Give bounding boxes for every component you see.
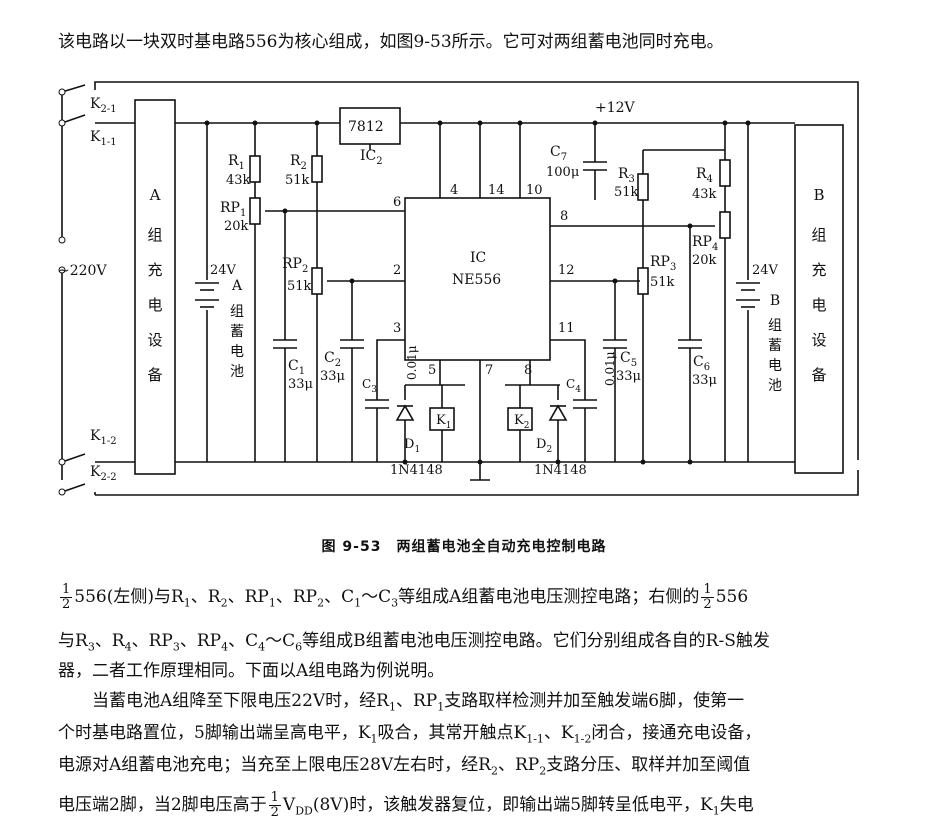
svg-text:池: 池 (230, 364, 244, 380)
rp3-label: RP3 (650, 254, 676, 273)
k22-label: K2-2 (90, 464, 117, 483)
pin-4: 4 (450, 183, 458, 198)
k11-label: K1-1 (90, 129, 117, 148)
c6-label: C6 (693, 354, 710, 373)
svg-text:设: 设 (147, 331, 162, 349)
body-line-5: 个时基电路置位，5脚输出端呈高电平，K1吸合，其常开触点K1-1、K1-2闭合，… (58, 723, 762, 746)
c2-value: 33μ (320, 369, 345, 384)
svg-text:蓄: 蓄 (230, 324, 244, 340)
r1-value: 43k (226, 173, 251, 188)
ic-part: NE556 (452, 272, 501, 288)
svg-text:蓄: 蓄 (768, 338, 782, 354)
svg-text:充: 充 (147, 261, 162, 279)
r4-label: R4 (696, 166, 713, 185)
c5-value: 33μ (616, 369, 641, 384)
charger-a-label: A 组 充 电 设 备 (147, 186, 162, 384)
body-line-6: 电源对A组蓄电池充电；当充至上限电压28V左右时，经R2、RP2支路分压、取样并… (58, 755, 751, 778)
pin-11: 11 (558, 321, 575, 336)
pin-8: 8 (524, 363, 532, 378)
c1-label: C1 (288, 358, 305, 377)
body-line-4: 当蓄电池A组降至下限电压22V时，经R1、RP1支路取样检测并加至触发端6脚，使… (92, 691, 745, 714)
supply-label: +12V (595, 100, 636, 116)
c3-label: C3 (362, 377, 377, 395)
rp1-value: 20k (224, 219, 249, 234)
pin-6: 6 (393, 195, 401, 210)
svg-text:电: 电 (230, 344, 244, 360)
pin-8-top: 8 (560, 209, 568, 224)
svg-text:池: 池 (768, 378, 782, 394)
pin-5: 5 (428, 363, 436, 378)
c5-label: C5 (620, 350, 637, 369)
svg-text:B: B (770, 293, 780, 309)
r3-label: R3 (618, 166, 635, 185)
r2-label: R2 (290, 153, 307, 172)
k21-label: K2-1 (90, 96, 117, 115)
battery-b-voltage: 24V (752, 263, 779, 278)
svg-text:A: A (231, 278, 243, 294)
rp2-value: 51k (287, 279, 312, 294)
c1-value: 33μ (288, 377, 313, 392)
svg-text:B: B (813, 186, 824, 204)
r2-value: 51k (285, 173, 310, 188)
circuit-schematic: K2-1 K1-1 K1-2 K2-2 ~220V 7812 IC2 +12V … (58, 81, 859, 496)
rp4-value: 20k (692, 253, 717, 268)
pin-12: 12 (558, 263, 575, 278)
svg-text:电: 电 (811, 296, 826, 314)
intro-paragraph: 该电路以一块双时基电路556为核心组成，如图9-53所示。它可对两组蓄电池同时充… (58, 32, 724, 52)
svg-text:充: 充 (811, 261, 826, 279)
d1-label: D1 (404, 437, 420, 455)
k12-label: K1-2 (90, 428, 117, 447)
c4-value: 0.01μ (603, 351, 617, 386)
pin-10: 10 (526, 183, 543, 198)
svg-text:备: 备 (811, 366, 826, 384)
rp1-label: RP1 (220, 200, 246, 219)
battery-a-label: A 组 蓄 电 池 (230, 278, 244, 380)
body-line-3: 器，二者工作原理相同。下面以A组电路为例说明。 (58, 661, 445, 681)
r4-value: 43k (692, 187, 717, 202)
pin-3: 3 (393, 321, 401, 336)
battery-a-voltage: 24V (210, 263, 237, 278)
charger-b-label: B 组 充 电 设 备 (811, 186, 826, 384)
d2-label: D2 (536, 437, 552, 455)
c7-label: C7 (550, 144, 567, 163)
svg-text:组: 组 (811, 226, 826, 244)
svg-text:备: 备 (147, 366, 162, 384)
regulator-ref: IC2 (360, 148, 383, 167)
svg-text:A: A (149, 186, 161, 204)
svg-text:设: 设 (811, 331, 826, 349)
rp4-label: RP4 (692, 234, 718, 253)
figure-caption: 图 9-53 两组蓄电池全自动充电控制电路 (321, 539, 607, 555)
d2-part: 1N4148 (534, 463, 587, 478)
rp2-label: RP2 (282, 256, 308, 275)
ic-label: IC (470, 250, 486, 266)
body-line-2: 与R3、R4、RP3、RP4、C4～C6等组成B组蓄电池电压测控电路。它们分别组… (58, 631, 770, 654)
battery-b-label: B 组 蓄 电 池 (768, 293, 782, 394)
svg-text:组: 组 (230, 304, 244, 320)
mains-label: ~220V (58, 263, 107, 279)
c2-label: C2 (324, 350, 341, 369)
k2-label: K2 (514, 413, 529, 431)
svg-text:组: 组 (768, 318, 782, 334)
c7-value: 100μ (546, 165, 579, 180)
pin-7: 7 (485, 363, 493, 378)
pin-2: 2 (393, 263, 401, 278)
c3-value: 0.01μ (405, 345, 419, 380)
rp3-value: 51k (650, 275, 675, 290)
c4-label: C4 (566, 377, 581, 395)
r1-label: R1 (228, 153, 245, 172)
regulator-label: 7812 (348, 119, 384, 135)
svg-text:电: 电 (768, 358, 782, 374)
svg-text:电: 电 (147, 296, 162, 314)
pin-14: 14 (488, 183, 505, 198)
r3-value: 51k (614, 185, 639, 200)
c6-value: 33μ (692, 373, 717, 388)
k1-label: K1 (436, 413, 451, 431)
svg-text:组: 组 (147, 226, 162, 244)
d1-part: 1N4148 (390, 463, 443, 478)
